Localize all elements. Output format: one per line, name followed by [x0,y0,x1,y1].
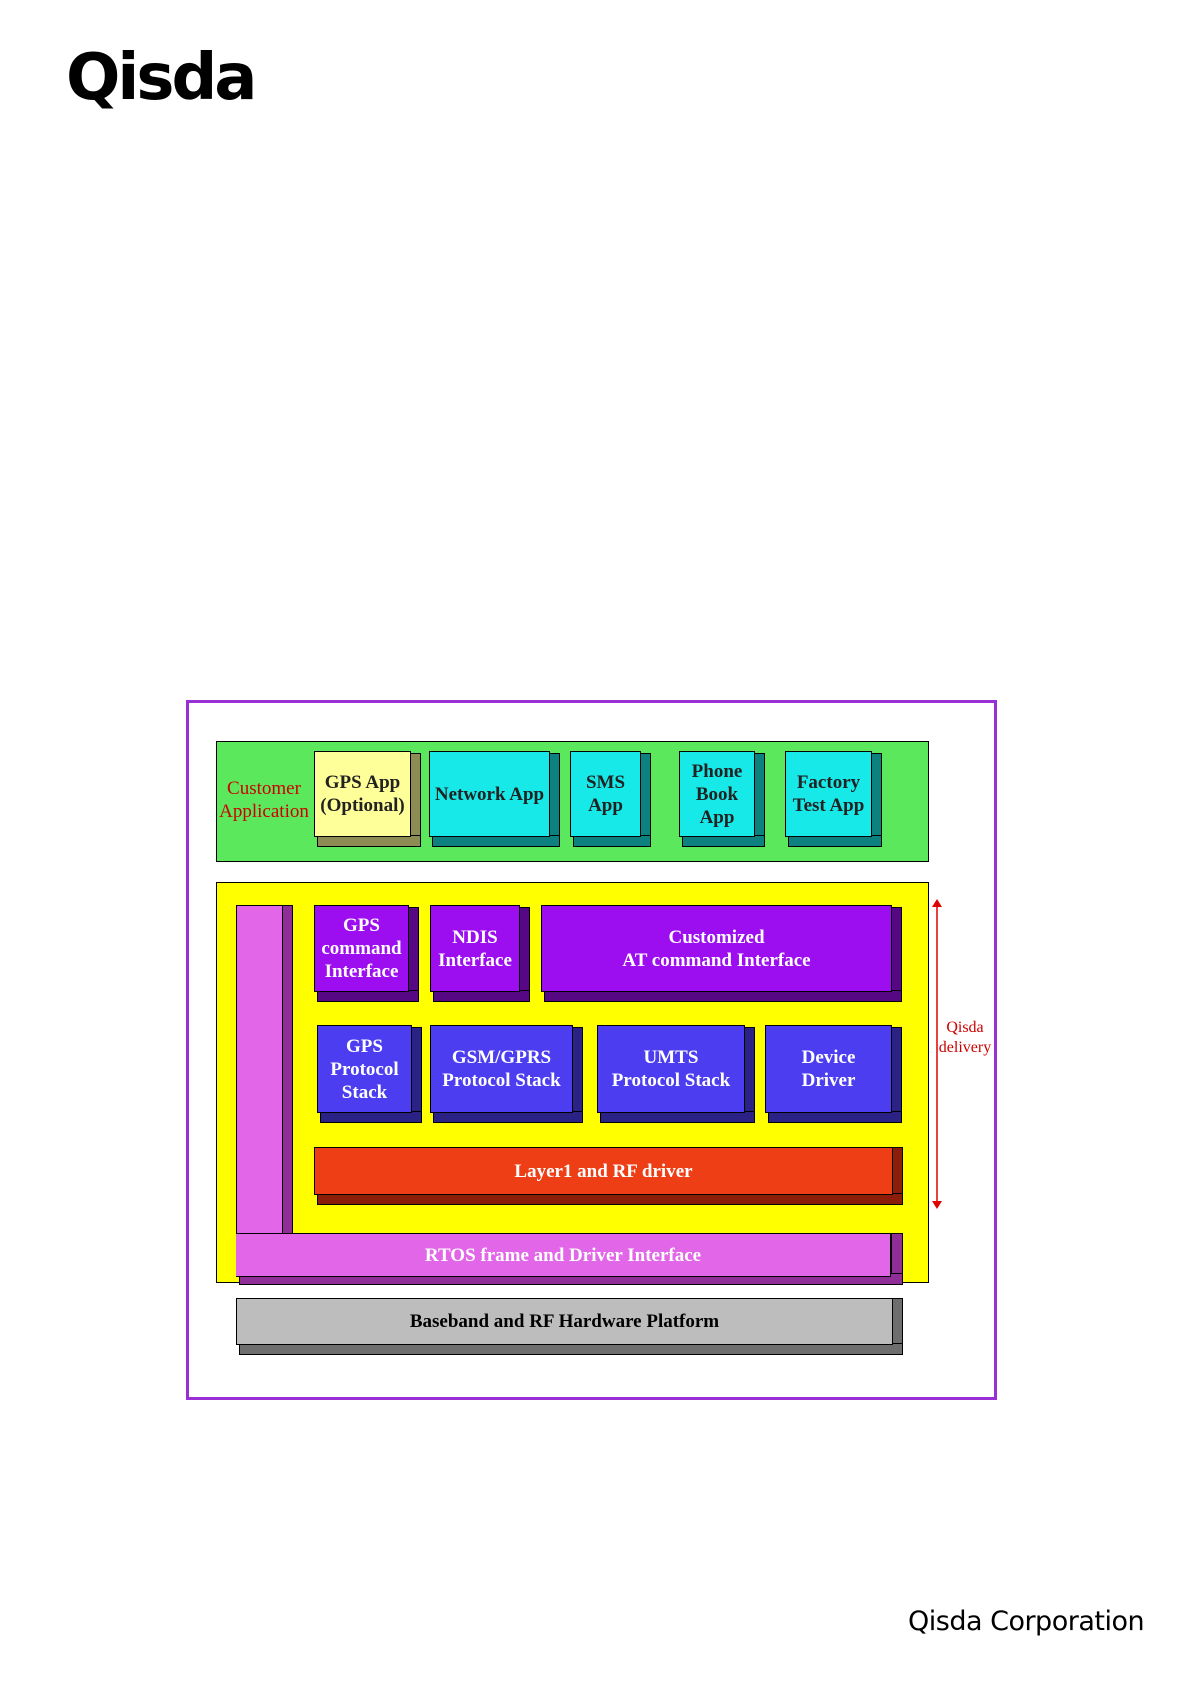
ndis-interface-label: NDIS Interface [430,905,520,992]
rtos-frame-label: RTOS frame and Driver Interface [236,1233,891,1277]
network-app-label: Network App [429,751,550,837]
gsm-gprs-protocol-stack-label: GSM/GPRS Protocol Stack [430,1025,573,1113]
architecture-diagram-frame: Customer Application GPS App (Optional)N… [186,700,997,1400]
gps-app-label: GPS App (Optional) [314,751,411,837]
qisda-delivery-label: Qisda delivery [938,1019,992,1056]
factory-test-app-label: Factory Test App [785,751,872,837]
customer-application-label: Customer Application [219,778,309,822]
layer1-rf-driver-label: Layer1 and RF driver [314,1147,893,1195]
footer-corporation: Qisda Corporation [908,1606,1145,1637]
device-driver-label: Device Driver [765,1025,892,1113]
gps-protocol-stack-label: GPS Protocol Stack [317,1025,412,1113]
hardware-platform-label: Baseband and RF Hardware Platform [236,1298,893,1345]
at-command-interface-label: Customized AT command Interface [541,905,892,992]
sms-app-label: SMS App [570,751,641,837]
qisda-delivery-arrow [932,899,942,1209]
umts-protocol-stack-label: UMTS Protocol Stack [597,1025,745,1113]
qisda-logo: Qisda [66,41,257,115]
phone-book-app-label: Phone Book App [679,751,755,837]
gps-command-interface-label: GPS command Interface [314,905,409,992]
